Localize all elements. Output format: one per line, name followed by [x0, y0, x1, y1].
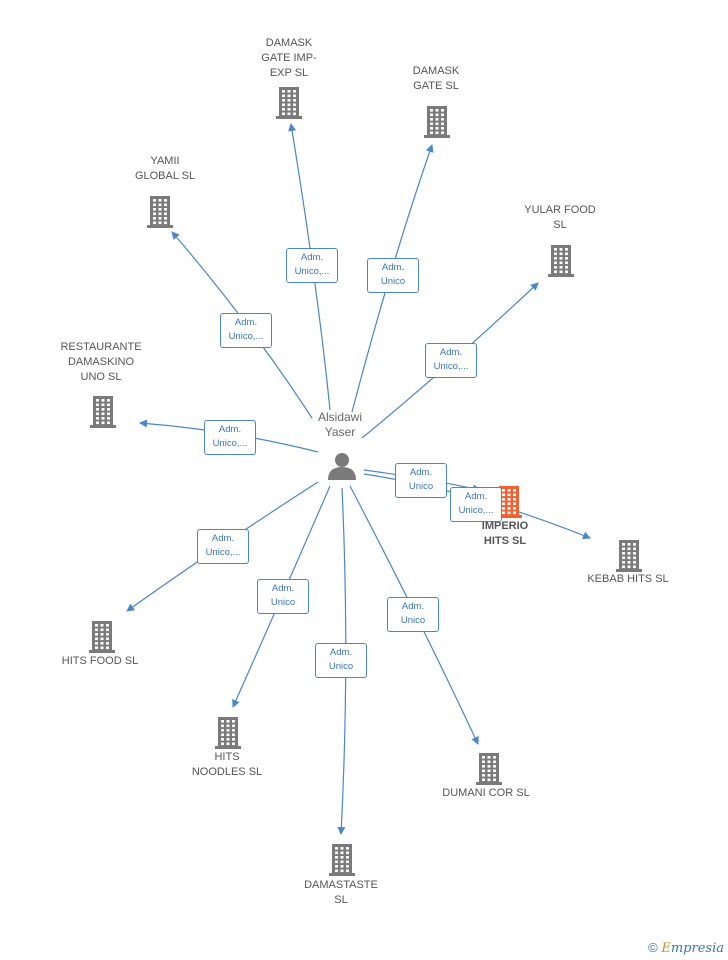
- building-icon[interactable]: [424, 106, 450, 138]
- company-label-imperio[interactable]: IMPERIO HITS SL: [481, 520, 529, 547]
- company-label-damastaste[interactable]: DAMASTASTE SL: [304, 879, 378, 906]
- role-label-restaurante[interactable]: Adm. Unico,...: [204, 420, 256, 455]
- role-label-yular[interactable]: Adm. Unico,...: [425, 343, 477, 378]
- person-icon[interactable]: [328, 453, 356, 480]
- company-label-hits-noodles[interactable]: HITS NOODLES SL: [191, 751, 263, 778]
- company-label-hits-food[interactable]: HITS FOOD SL: [61, 655, 139, 667]
- building-icon[interactable]: [90, 396, 116, 428]
- role-label-damastaste[interactable]: Adm. Unico: [315, 643, 367, 678]
- building-icon[interactable]: [616, 540, 642, 572]
- role-label-kebab[interactable]: Adm. Unico,...: [450, 487, 502, 522]
- building-icon[interactable]: [476, 753, 502, 785]
- company-label-restaurante[interactable]: RESTAURANTE DAMASKINO UNO SL: [60, 341, 142, 383]
- building-icon[interactable]: [89, 621, 115, 653]
- building-icon[interactable]: [496, 486, 522, 518]
- building-icon[interactable]: [147, 196, 173, 228]
- company-label-damask-gate[interactable]: DAMASK GATE SL: [412, 65, 460, 92]
- role-label-damask-imp[interactable]: Adm. Unico,...: [286, 248, 338, 283]
- company-label-yamii[interactable]: YAMII GLOBAL SL: [134, 155, 196, 182]
- role-label-dumani[interactable]: Adm. Unico: [387, 597, 439, 632]
- role-label-yamii[interactable]: Adm. Unico,...: [220, 313, 272, 348]
- role-label-hits-noodles[interactable]: Adm. Unico: [257, 579, 309, 614]
- copyright-symbol: ©: [648, 940, 658, 955]
- building-icon[interactable]: [215, 717, 241, 749]
- person-name[interactable]: Alsidawi Yaser: [317, 410, 362, 439]
- brand-name: mpresia: [670, 941, 724, 956]
- role-label-imperio[interactable]: Adm. Unico: [395, 463, 447, 498]
- company-label-kebab[interactable]: KEBAB HITS SL: [587, 573, 669, 585]
- role-label-hits-food[interactable]: Adm. Unico,...: [197, 529, 249, 564]
- role-label-damask-gate[interactable]: Adm. Unico: [367, 258, 419, 293]
- building-icon[interactable]: [329, 844, 355, 876]
- company-label-yular[interactable]: YULAR FOOD SL: [524, 204, 596, 231]
- building-icon[interactable]: [548, 245, 574, 277]
- footer-logo: © Empresia: [648, 940, 724, 956]
- building-icon[interactable]: [276, 87, 302, 119]
- company-label-damask-imp[interactable]: DAMASK GATE IMP- EXP SL: [261, 37, 317, 79]
- company-label-dumani[interactable]: DUMANI COR SL: [442, 787, 530, 799]
- brand-initial: E: [661, 941, 671, 956]
